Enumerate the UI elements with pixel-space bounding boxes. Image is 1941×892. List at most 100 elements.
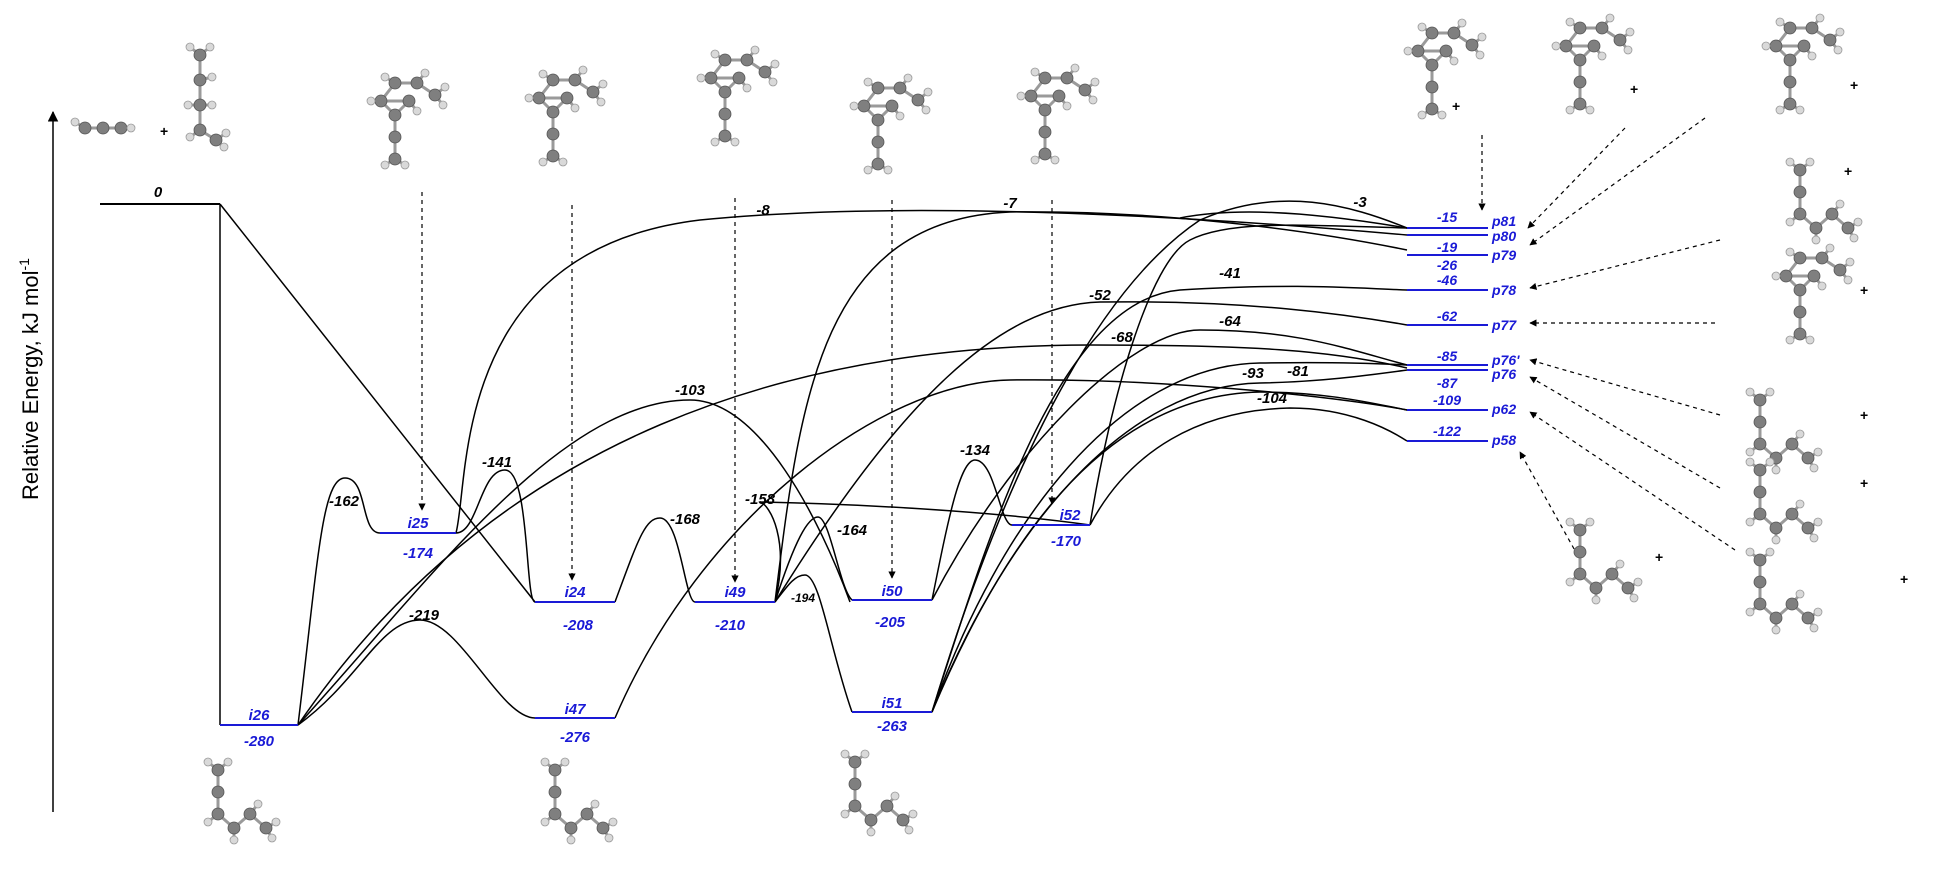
carbon-atom bbox=[1573, 545, 1587, 559]
hydrogen-atom bbox=[219, 142, 229, 152]
hydrogen-atom bbox=[366, 96, 376, 106]
molecule-butene bbox=[183, 42, 231, 152]
carbon-atom bbox=[871, 81, 885, 95]
hydrogen-atom bbox=[730, 137, 740, 147]
hydrogen-atom bbox=[921, 105, 931, 115]
ts-label: -8 bbox=[756, 202, 770, 219]
carbon-atom bbox=[1793, 283, 1807, 297]
carbon-atom bbox=[1793, 163, 1807, 177]
carbon-atom bbox=[1783, 97, 1797, 111]
carbon-atom bbox=[1793, 327, 1807, 341]
hydrogen-atom bbox=[1813, 517, 1823, 527]
hydrogen-atom bbox=[1745, 607, 1755, 617]
curve-i51-p78 bbox=[931, 285, 1408, 713]
carbon-atom bbox=[193, 123, 207, 137]
carbon-atom bbox=[718, 53, 732, 67]
carbon-atom bbox=[1801, 611, 1815, 625]
hydrogen-atom bbox=[1775, 105, 1785, 115]
molecule-p80: + bbox=[1551, 13, 1638, 115]
molecule-p76p: + bbox=[1745, 387, 1868, 475]
molecule-p81: + bbox=[1403, 18, 1487, 120]
carbon-atom bbox=[1753, 553, 1767, 567]
carbon-atom bbox=[1595, 21, 1609, 35]
hydrogen-atom bbox=[1605, 13, 1615, 23]
carbon-atom bbox=[402, 94, 416, 108]
intermediate-name-i25: i25 bbox=[408, 515, 430, 532]
carbon-atom bbox=[1573, 97, 1587, 111]
carbon-atom bbox=[1605, 567, 1619, 581]
hydrogen-atom bbox=[538, 157, 548, 167]
y-axis-label: Relative Energy, kJ mol-1 bbox=[16, 258, 43, 500]
hydrogen-atom bbox=[1477, 32, 1487, 42]
carbon-atom bbox=[704, 71, 718, 85]
carbon-atom bbox=[1038, 147, 1052, 161]
hydrogen-atom bbox=[1088, 95, 1098, 105]
curve-r-i24 bbox=[219, 203, 536, 603]
carbon-atom bbox=[1809, 221, 1823, 235]
hydrogen-atom bbox=[380, 160, 390, 170]
curve-i52-p58 bbox=[1089, 407, 1408, 526]
carbon-atom bbox=[532, 91, 546, 105]
hydrogen-atom bbox=[1771, 271, 1781, 281]
hydrogen-atom bbox=[1765, 387, 1775, 397]
ts-label: -93 bbox=[1242, 365, 1264, 382]
carbon-atom bbox=[1753, 485, 1767, 499]
curve-i50-p76 bbox=[931, 329, 1408, 601]
carbon-atom bbox=[211, 807, 225, 821]
curve-i25-i24 bbox=[455, 469, 536, 603]
carbon-atom bbox=[546, 105, 560, 119]
carbon-atom bbox=[1621, 581, 1635, 595]
hydrogen-atom bbox=[126, 123, 136, 133]
hydrogen-atom bbox=[710, 137, 720, 147]
carbon-atom bbox=[428, 88, 442, 102]
hydrogen-atom bbox=[560, 757, 570, 767]
hydrogen-atom bbox=[768, 77, 778, 87]
hydrogen-atom bbox=[578, 65, 588, 75]
hydrogen-atom bbox=[1795, 589, 1805, 599]
ts-label: -52 bbox=[1089, 287, 1111, 304]
curve-i49-p77 bbox=[774, 301, 1408, 603]
carbon-atom bbox=[78, 121, 92, 135]
ts-label: -141 bbox=[482, 454, 512, 471]
molecule-p79: + bbox=[1761, 13, 1858, 115]
ts-label: -68 bbox=[1111, 329, 1133, 346]
hydrogen-atom bbox=[1615, 559, 1625, 569]
molecule-i24 bbox=[524, 65, 608, 167]
hydrogen-atom bbox=[70, 117, 80, 127]
carbon-atom bbox=[546, 149, 560, 163]
carbon-atom bbox=[893, 81, 907, 95]
carbon-atom bbox=[1769, 39, 1783, 53]
hydrogen-atom bbox=[1765, 547, 1775, 557]
hydrogen-atom bbox=[1417, 22, 1427, 32]
intermediate-energy-i50: -205 bbox=[875, 614, 906, 631]
hydrogen-atom bbox=[908, 809, 918, 819]
carbon-atom bbox=[1815, 251, 1829, 265]
hydrogen-atom bbox=[1070, 63, 1080, 73]
carbon-atom bbox=[548, 807, 562, 821]
hydrogen-atom bbox=[860, 749, 870, 759]
carbon-atom bbox=[1425, 58, 1439, 72]
carbon-atom bbox=[546, 73, 560, 87]
hydrogen-atom bbox=[883, 165, 893, 175]
hydrogen-atom bbox=[1807, 51, 1817, 61]
carbon-atom bbox=[211, 785, 225, 799]
hydrogen-atom bbox=[1853, 217, 1863, 227]
molecule-acetylene: + bbox=[70, 117, 168, 139]
carbon-atom bbox=[580, 807, 594, 821]
molecule-i47 bbox=[540, 757, 618, 845]
carbon-atom bbox=[209, 133, 223, 147]
carbon-atom bbox=[1801, 451, 1815, 465]
hydrogen-atom bbox=[203, 757, 213, 767]
hydrogen-atom bbox=[1585, 105, 1595, 115]
hydrogen-atom bbox=[1629, 593, 1639, 603]
carbon-atom bbox=[1573, 75, 1587, 89]
hydrogen-atom bbox=[890, 791, 900, 801]
ts-label: -81 bbox=[1287, 363, 1309, 380]
hydrogen-atom bbox=[1785, 217, 1795, 227]
hydrogen-atom bbox=[866, 827, 876, 837]
carbon-atom bbox=[871, 157, 885, 171]
hydrogen-atom bbox=[742, 83, 752, 93]
carbon-atom bbox=[1024, 89, 1038, 103]
arrow-to-p76 bbox=[1529, 376, 1721, 489]
